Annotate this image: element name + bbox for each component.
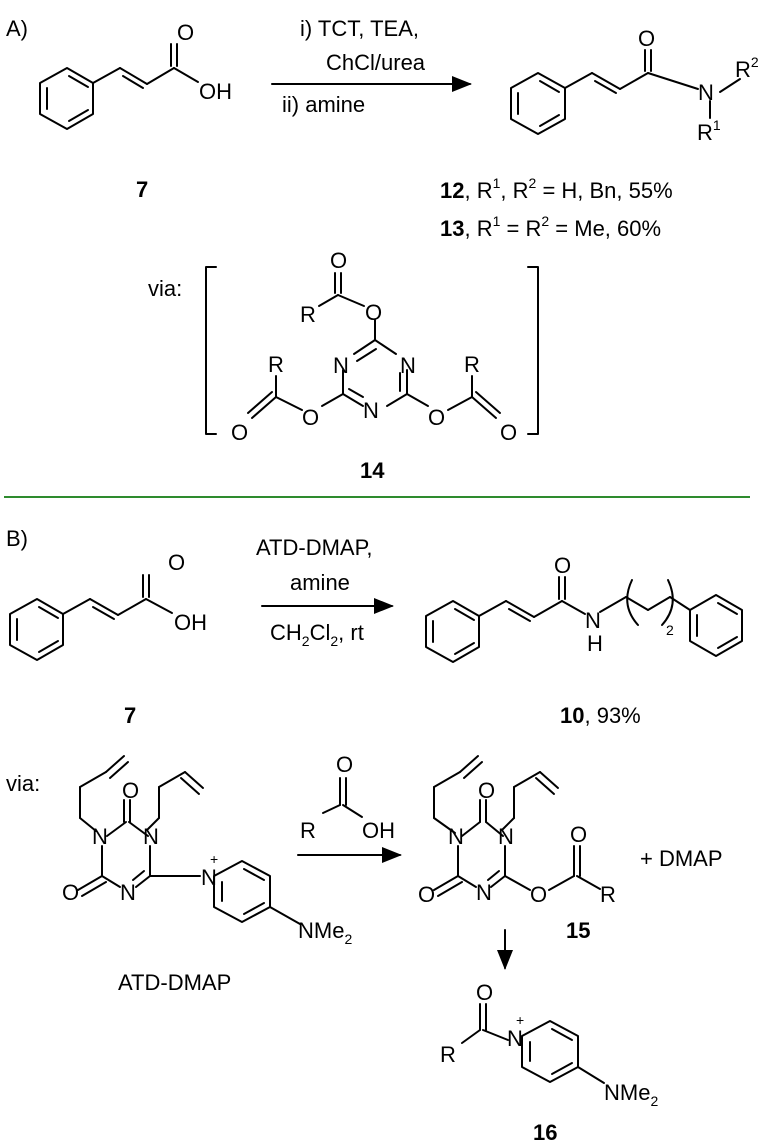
- atom-o: O: [336, 752, 353, 777]
- compound-number-15: 15: [566, 918, 590, 943]
- atom-o: O: [638, 26, 655, 51]
- product-10-line: 10, 93%: [560, 703, 641, 728]
- atom-n: N: [448, 824, 464, 849]
- via-label-b: via:: [6, 771, 40, 796]
- atom-n: N: [120, 880, 136, 905]
- reagents-line-1: i) TCT, TEA,: [300, 16, 419, 41]
- acyl-triazinone-structure: [433, 755, 601, 897]
- atom-n: N: [698, 80, 714, 105]
- atom-n-plus: N: [201, 865, 217, 890]
- compound-number-14: 14: [360, 458, 385, 483]
- atom-o: O: [500, 420, 517, 445]
- reagents-b-solvent: CH2Cl2, rt: [270, 620, 364, 649]
- nme2-group: NMe2: [604, 1080, 658, 1109]
- atom-o: O: [330, 248, 347, 273]
- panel-b-label: B): [6, 526, 28, 551]
- atom-h: H: [587, 631, 603, 656]
- atom-o: O: [231, 420, 248, 445]
- acylpyridinium-structure: [461, 1003, 605, 1084]
- compound-number-16: 16: [533, 1120, 557, 1145]
- atom-n: N: [498, 824, 514, 849]
- atom-oh: OH: [362, 818, 395, 843]
- brackets: [205, 266, 539, 435]
- substituent-r1: R1: [697, 117, 721, 145]
- atom-o: O: [476, 980, 493, 1005]
- cinnamic-acid-structure-a: [39, 43, 199, 130]
- compound-number-7: 7: [136, 177, 148, 202]
- atom-o: O: [365, 300, 382, 325]
- compound-number-7-b: 7: [124, 703, 136, 728]
- substituent-r: R: [300, 302, 316, 327]
- atom-o: O: [428, 405, 445, 430]
- cinnamamide-structure: [510, 49, 741, 135]
- substituent-r: R: [440, 1042, 456, 1067]
- cinnamic-acid-structure-b: [9, 574, 173, 661]
- atom-o: O: [168, 550, 185, 575]
- atom-n: N: [92, 824, 108, 849]
- atom-o: O: [418, 882, 435, 907]
- atom-o: O: [302, 405, 319, 430]
- reagents-b-line-2: amine: [290, 570, 350, 595]
- atom-o: O: [570, 822, 587, 847]
- atom-n: N: [333, 353, 349, 378]
- panel-a-label: A): [6, 16, 28, 41]
- charge-plus: +: [210, 851, 218, 867]
- atom-n: N: [476, 880, 492, 905]
- reagents-b-line-1: ATD-DMAP,: [256, 535, 373, 560]
- atom-o: O: [62, 880, 79, 905]
- substituent-r: R: [600, 882, 616, 907]
- atom-n: N: [585, 608, 601, 633]
- atom-o: O: [478, 778, 495, 803]
- charge-plus: +: [516, 1012, 524, 1028]
- substituent-r2: R2: [735, 54, 759, 82]
- atom-n: N: [143, 824, 159, 849]
- acid-structure: [322, 777, 363, 818]
- atom-o: O: [530, 882, 547, 907]
- substituent-r: R: [300, 818, 316, 843]
- atom-n-plus: N: [507, 1026, 523, 1051]
- via-label-a: via:: [148, 276, 182, 301]
- atom-n: N: [400, 353, 416, 378]
- amide-10-structure: [425, 576, 743, 663]
- atom-oh: OH: [174, 610, 207, 635]
- product-13-line: 13, R1 = R2 = Me, 60%: [440, 213, 661, 241]
- reagent-name-atd-dmap: ATD-DMAP: [118, 970, 231, 995]
- reagents-line-3: ii) amine: [282, 92, 365, 117]
- plus-dmap: + DMAP: [640, 846, 723, 871]
- atom-n: N: [363, 398, 379, 423]
- atd-dmap-structure: [77, 755, 301, 925]
- chain-subscript: 2: [666, 622, 674, 638]
- atom-o: O: [122, 778, 139, 803]
- substituent-r: R: [464, 352, 480, 377]
- nme2-group: NMe2: [298, 918, 352, 947]
- triazine-ester-structure: [247, 272, 501, 419]
- atom-oh: OH: [199, 79, 232, 104]
- reagents-line-2: ChCl/urea: [326, 50, 426, 75]
- substituent-r: R: [268, 352, 284, 377]
- product-12-line: 12, R1, R2 = H, Bn, 55%: [440, 175, 673, 203]
- atom-o: O: [177, 20, 194, 45]
- atom-o: O: [554, 553, 571, 578]
